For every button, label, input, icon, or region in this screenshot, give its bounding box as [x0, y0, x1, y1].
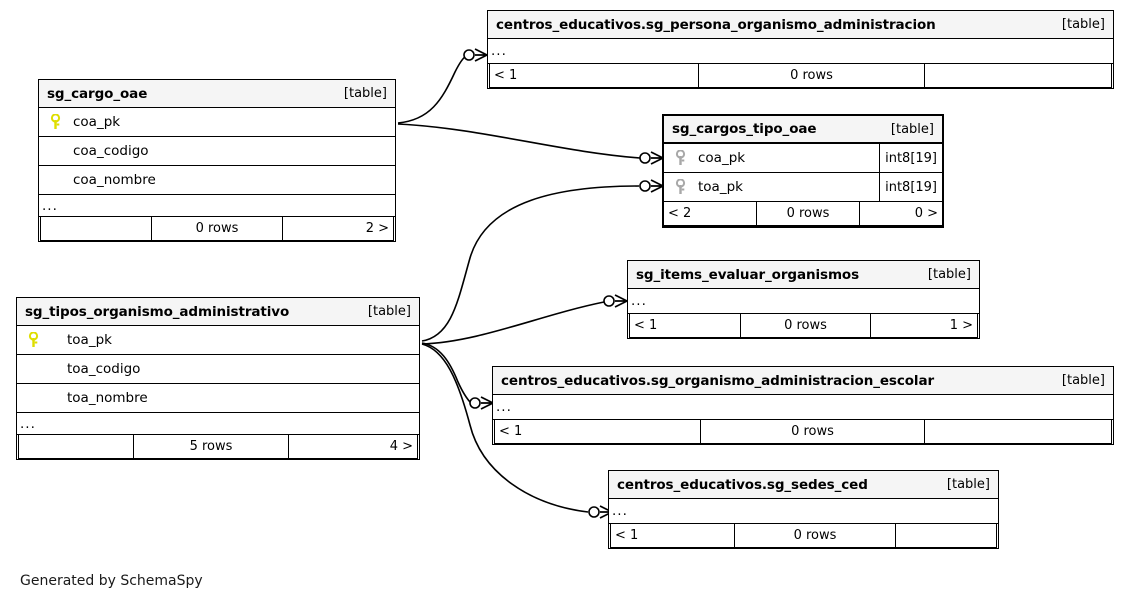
table-header: sg_tipos_organismo_administrativo [table… [17, 298, 419, 326]
table-node-sg-cargo-oae[interactable]: sg_cargo_oae [table] coa_pk coa_codigo c… [38, 79, 396, 242]
footer-row-count: 0 rows [734, 524, 896, 547]
footer-parent-count [41, 217, 151, 240]
table-kind-label: [table] [1061, 17, 1105, 32]
table-node-sg-items-evaluar-organismos[interactable]: sg_items_evaluar_organismos [table] ... … [627, 260, 980, 339]
table-column-row[interactable]: coa_codigo [39, 137, 395, 166]
footer-row-count: 0 rows [700, 420, 925, 443]
table-column-row[interactable]: coa_pk int8[19] [664, 144, 942, 173]
more-columns-ellipsis: ... [17, 413, 419, 435]
table-kind-label: [table] [367, 304, 411, 319]
footer-parent-count: < 2 [668, 206, 692, 221]
column-name: toa_pk [698, 179, 743, 195]
footer-child-count: 2 > [365, 221, 389, 236]
footer-row-count: 0 rows [756, 202, 860, 225]
table-column-row[interactable]: toa_pk [17, 326, 419, 355]
table-column-row[interactable]: coa_nombre [39, 166, 395, 195]
footer-child-count [896, 524, 996, 547]
table-header: centros_educativos.sg_persona_organismo_… [488, 11, 1113, 39]
table-footer: < 1 0 rows [489, 64, 1112, 88]
table-title: centros_educativos.sg_organismo_administ… [501, 372, 935, 389]
table-title: sg_cargos_tipo_oae [672, 121, 817, 137]
column-name: toa_pk [67, 332, 112, 348]
edge-cargo-to-persona [397, 55, 467, 124]
column-name: coa_codigo [73, 143, 149, 159]
table-kind-label: [table] [890, 121, 934, 137]
cardinality-circle [469, 397, 481, 409]
table-column-row[interactable]: toa_nombre [17, 384, 419, 413]
cardinality-circle [639, 152, 651, 164]
more-columns-ellipsis: ... [488, 39, 1113, 64]
footer-parent-count: < 1 [494, 68, 518, 83]
footer-row-count: 0 rows [151, 217, 283, 240]
column-name: coa_nombre [73, 172, 156, 188]
primary-key-icon [43, 114, 67, 130]
footer-parent-count [19, 435, 133, 458]
footer-row-count: 5 rows [133, 435, 289, 458]
cardinality-circle [639, 180, 651, 192]
footer-child-count: 4 > [389, 439, 413, 454]
table-title: centros_educativos.sg_sedes_ced [617, 476, 868, 493]
table-node-sg-persona-organismo-administracion[interactable]: centros_educativos.sg_persona_organismo_… [487, 10, 1114, 89]
table-header: centros_educativos.sg_organismo_administ… [493, 367, 1113, 395]
table-node-sg-organismo-administracion-escolar[interactable]: centros_educativos.sg_organismo_administ… [492, 366, 1114, 445]
table-footer: < 1 0 rows [610, 524, 997, 548]
table-footer: < 2 0 rows 0 > [664, 202, 942, 226]
table-footer: 0 rows 2 > [40, 217, 394, 241]
footer-child-count: 1 > [949, 318, 973, 333]
more-columns-ellipsis: ... [609, 499, 998, 524]
table-kind-label: [table] [946, 477, 990, 492]
column-name: toa_codigo [67, 361, 141, 377]
cardinality-circle [603, 295, 615, 307]
table-column-row[interactable]: toa_pk int8[19] [664, 173, 942, 202]
table-title: centros_educativos.sg_persona_organismo_… [496, 16, 936, 33]
table-header: sg_items_evaluar_organismos [table] [628, 261, 979, 289]
table-title: sg_tipos_organismo_administrativo [25, 303, 290, 320]
column-name: coa_pk [73, 114, 121, 130]
more-columns-ellipsis: ... [493, 395, 1113, 420]
column-type: int8[19] [879, 173, 942, 201]
table-title: sg_cargo_oae [47, 85, 148, 102]
footer-child-count [925, 64, 1111, 87]
footer-parent-count: < 1 [615, 528, 639, 543]
footer-row-count: 0 rows [698, 64, 925, 87]
column-name: coa_pk [698, 150, 746, 166]
column-name: toa_nombre [67, 390, 148, 406]
table-kind-label: [table] [927, 267, 971, 282]
footer-parent-count: < 1 [634, 318, 658, 333]
table-title: sg_items_evaluar_organismos [636, 266, 860, 283]
edge-cargo-to-cargostipo [397, 123, 641, 159]
more-columns-ellipsis: ... [39, 195, 395, 217]
table-footer: < 1 0 rows 1 > [629, 314, 978, 338]
table-header: sg_cargos_tipo_oae [table] [664, 116, 942, 144]
cardinality-circle [588, 506, 600, 518]
table-header: centros_educativos.sg_sedes_ced [table] [609, 471, 998, 499]
crowsfoot-marker [614, 294, 628, 308]
table-node-sg-cargos-tipo-oae[interactable]: sg_cargos_tipo_oae [table] coa_pk int8[1… [662, 114, 944, 228]
more-columns-ellipsis: ... [628, 289, 979, 314]
generated-by-note: Generated by SchemaSpy [20, 573, 203, 589]
table-node-sg-sedes-ced[interactable]: centros_educativos.sg_sedes_ced [table] … [608, 470, 999, 549]
primary-key-icon [21, 332, 45, 348]
crowsfoot-marker [474, 48, 488, 62]
edge-tipos-to-items [421, 301, 605, 345]
footer-child-count: 0 > [914, 206, 938, 221]
column-type: int8[19] [879, 144, 942, 172]
table-column-row[interactable]: coa_pk [39, 108, 395, 137]
primary-key-icon [668, 179, 692, 195]
table-footer: < 1 0 rows [494, 420, 1112, 444]
footer-row-count: 0 rows [740, 314, 871, 337]
table-kind-label: [table] [343, 86, 387, 101]
edge-tipos-to-escolar [421, 342, 472, 404]
primary-key-icon [668, 150, 692, 166]
table-footer: 5 rows 4 > [18, 435, 418, 459]
table-header: sg_cargo_oae [table] [39, 80, 395, 108]
footer-parent-count: < 1 [499, 424, 523, 439]
footer-child-count [925, 420, 1111, 443]
cardinality-circle [463, 49, 475, 61]
edge-tipos-to-cargostipo [421, 185, 640, 342]
table-column-row[interactable]: toa_codigo [17, 355, 419, 384]
table-kind-label: [table] [1061, 373, 1105, 388]
table-node-sg-tipos-organismo-administrativo[interactable]: sg_tipos_organismo_administrativo [table… [16, 297, 420, 460]
